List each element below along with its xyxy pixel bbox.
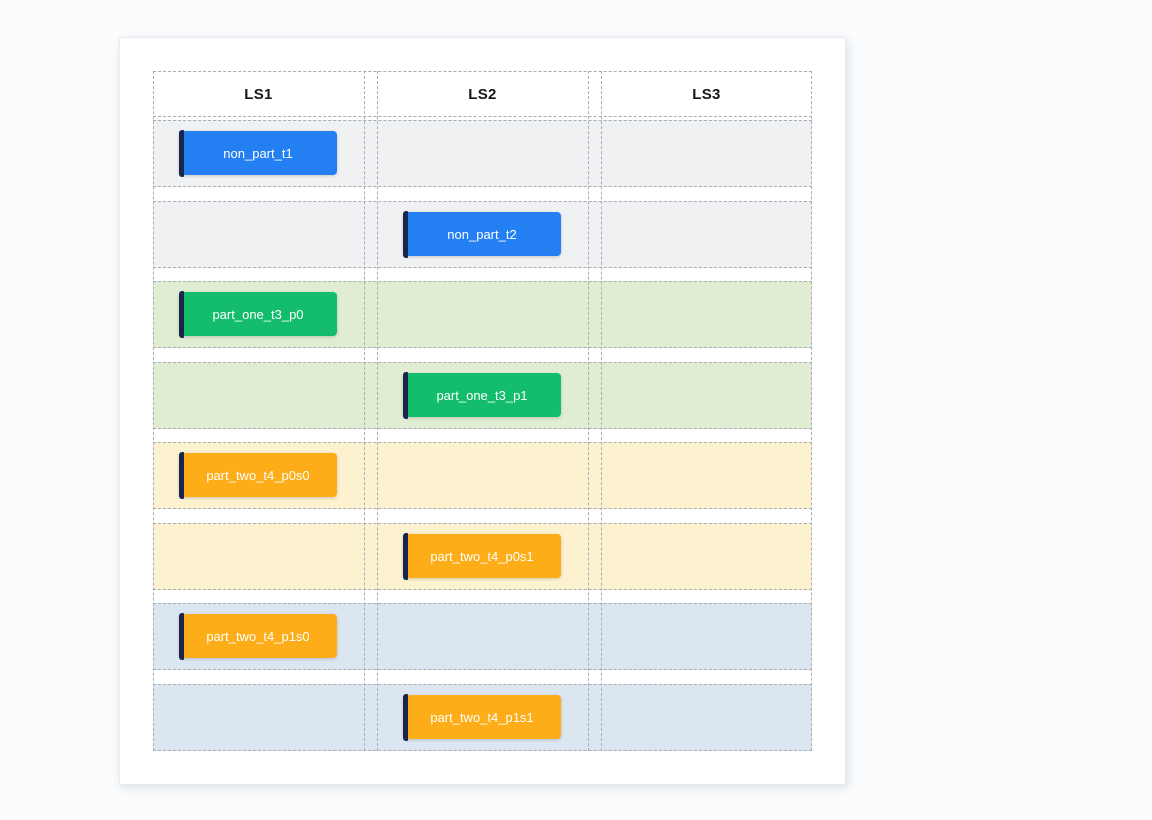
column-ls1-right-border [364, 71, 365, 751]
task-block-non_part_t2: non_part_t2 [403, 210, 561, 258]
task-block-part_two_t4_p1s0: part_two_t4_p1s0 [179, 612, 337, 660]
header-row-band [153, 71, 812, 117]
column-header-ls1: LS1 [244, 85, 273, 103]
task-block-part_one_t3_p0: part_one_t3_p0 [179, 290, 337, 338]
column-ls2-left-border [377, 71, 378, 751]
schedule-grid: LS1 LS2 LS3 non_part_t1 non_part_t2 part… [153, 71, 812, 751]
task-block-part_one_t3_p1: part_one_t3_p1 [403, 371, 561, 419]
column-ls3-right-border [811, 71, 812, 751]
task-block-part_two_t4_p0s0: part_two_t4_p0s0 [179, 451, 337, 499]
task-block-part_two_t4_p1s1: part_two_t4_p1s1 [403, 693, 561, 741]
column-ls2-right-border [588, 71, 589, 751]
column-header-ls3: LS3 [692, 85, 721, 103]
task-block-part_two_t4_p0s1: part_two_t4_p0s1 [403, 532, 561, 580]
column-ls1-left-border [153, 71, 154, 751]
column-ls3-left-border [601, 71, 602, 751]
task-block-non_part_t1: non_part_t1 [179, 129, 337, 177]
figure-card: LS1 LS2 LS3 non_part_t1 non_part_t2 part… [119, 37, 846, 785]
column-header-ls2: LS2 [468, 85, 497, 103]
